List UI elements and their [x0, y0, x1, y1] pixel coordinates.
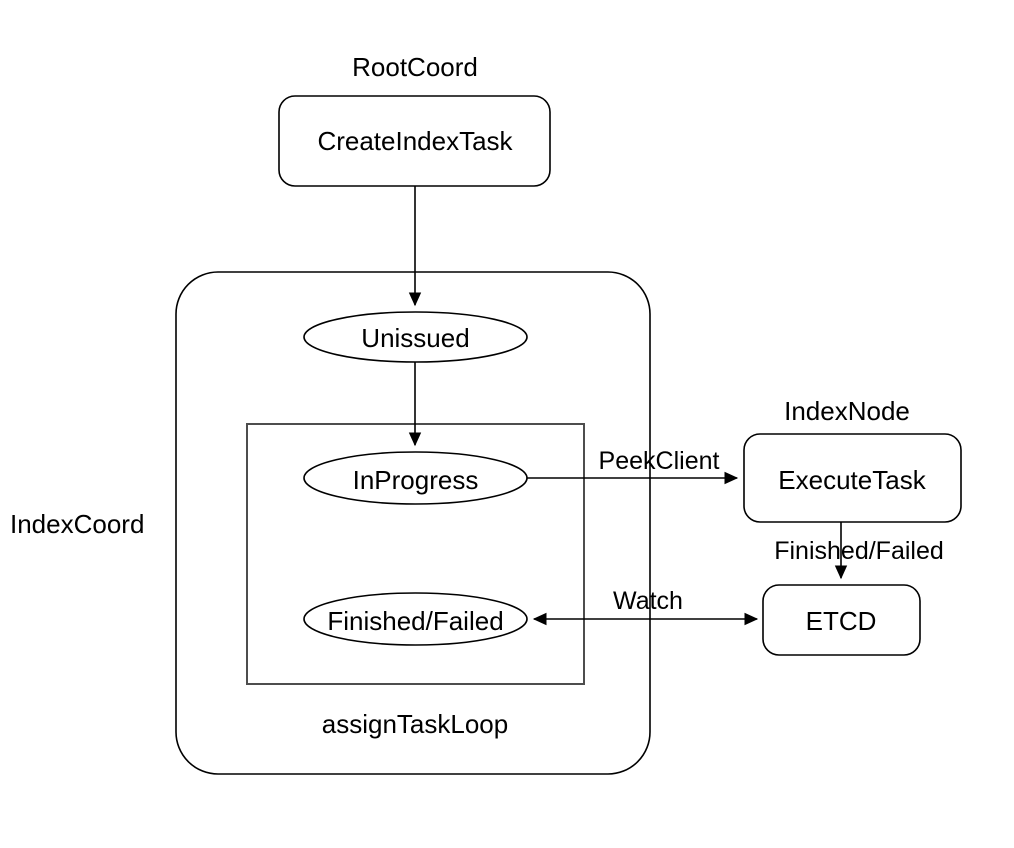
unissued-shape[interactable]	[303, 311, 528, 363]
rootcoord-label: RootCoord	[352, 52, 478, 82]
execute-task-label: ExecuteTask	[778, 465, 926, 495]
inprogress-shape[interactable]	[303, 451, 528, 505]
etcd-label: ETCD	[806, 606, 877, 636]
create-index-task-shape[interactable]	[278, 95, 551, 187]
group-indexcoord: IndexCoord	[10, 271, 651, 775]
unissued-label: Unissued	[361, 323, 469, 353]
create-index-task-label: CreateIndexTask	[317, 126, 513, 156]
execute-task-shape[interactable]	[743, 433, 962, 523]
node-inprogress[interactable]: InProgress	[303, 451, 528, 505]
edge-label-watch: Watch	[613, 587, 683, 615]
indexcoord-container-shape	[175, 271, 651, 775]
edge-etcd-watch: Watch	[532, 587, 759, 626]
assigntaskloop-label: assignTaskLoop	[322, 709, 508, 739]
edge-label-finished-failed: Finished/Failed	[774, 537, 944, 565]
node-finished-failed[interactable]: Finished/Failed	[303, 592, 528, 646]
inprogress-label: InProgress	[353, 465, 479, 495]
finished-failed-label: Finished/Failed	[327, 606, 503, 636]
node-unissued[interactable]: Unissued	[303, 311, 528, 363]
indexnode-label: IndexNode	[784, 396, 910, 426]
node-execute-task[interactable]: ExecuteTask	[743, 433, 962, 523]
indexcoord-label: IndexCoord	[10, 509, 144, 539]
node-etcd[interactable]: ETCD	[762, 584, 921, 656]
edge-execute-to-etcd: Finished/Failed	[774, 522, 944, 580]
etcd-shape[interactable]	[762, 584, 921, 656]
finished-failed-shape[interactable]	[303, 592, 528, 646]
node-create-index-task[interactable]: CreateIndexTask	[278, 95, 551, 187]
edge-inprogress-to-execute: PeekClient	[527, 447, 739, 485]
edge-label-peekclient: PeekClient	[599, 447, 720, 475]
